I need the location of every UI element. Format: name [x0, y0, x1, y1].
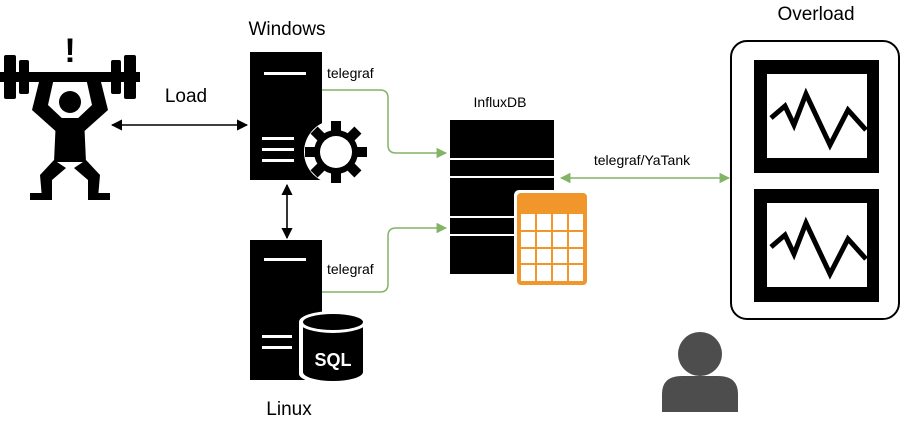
sql-label: SQL: [314, 350, 351, 370]
server-database-icon: SQL: [250, 240, 367, 384]
telegraf-linux-connector: [322, 222, 448, 293]
weightlifter-icon: !: [0, 32, 140, 200]
load-label: Load: [165, 86, 207, 107]
database-table-icon: [450, 120, 590, 288]
overload-label: Overload: [777, 4, 854, 25]
telegraf-linux-label: telegraf: [327, 261, 374, 277]
linux-label: Linux: [266, 399, 312, 420]
telegraf-windows-connector: [322, 89, 448, 159]
person-icon: [662, 332, 738, 412]
windows-label: Windows: [248, 19, 325, 40]
alert-mark: !: [64, 32, 75, 70]
server-gear-icon: [250, 52, 368, 184]
influxdb-label: InfluxDB: [474, 94, 527, 110]
telegraf-windows-label: telegraf: [327, 65, 374, 81]
dashboard-monitor-icon: [730, 40, 900, 320]
telegraf-yatank-label: telegraf/YaTank: [594, 152, 691, 168]
